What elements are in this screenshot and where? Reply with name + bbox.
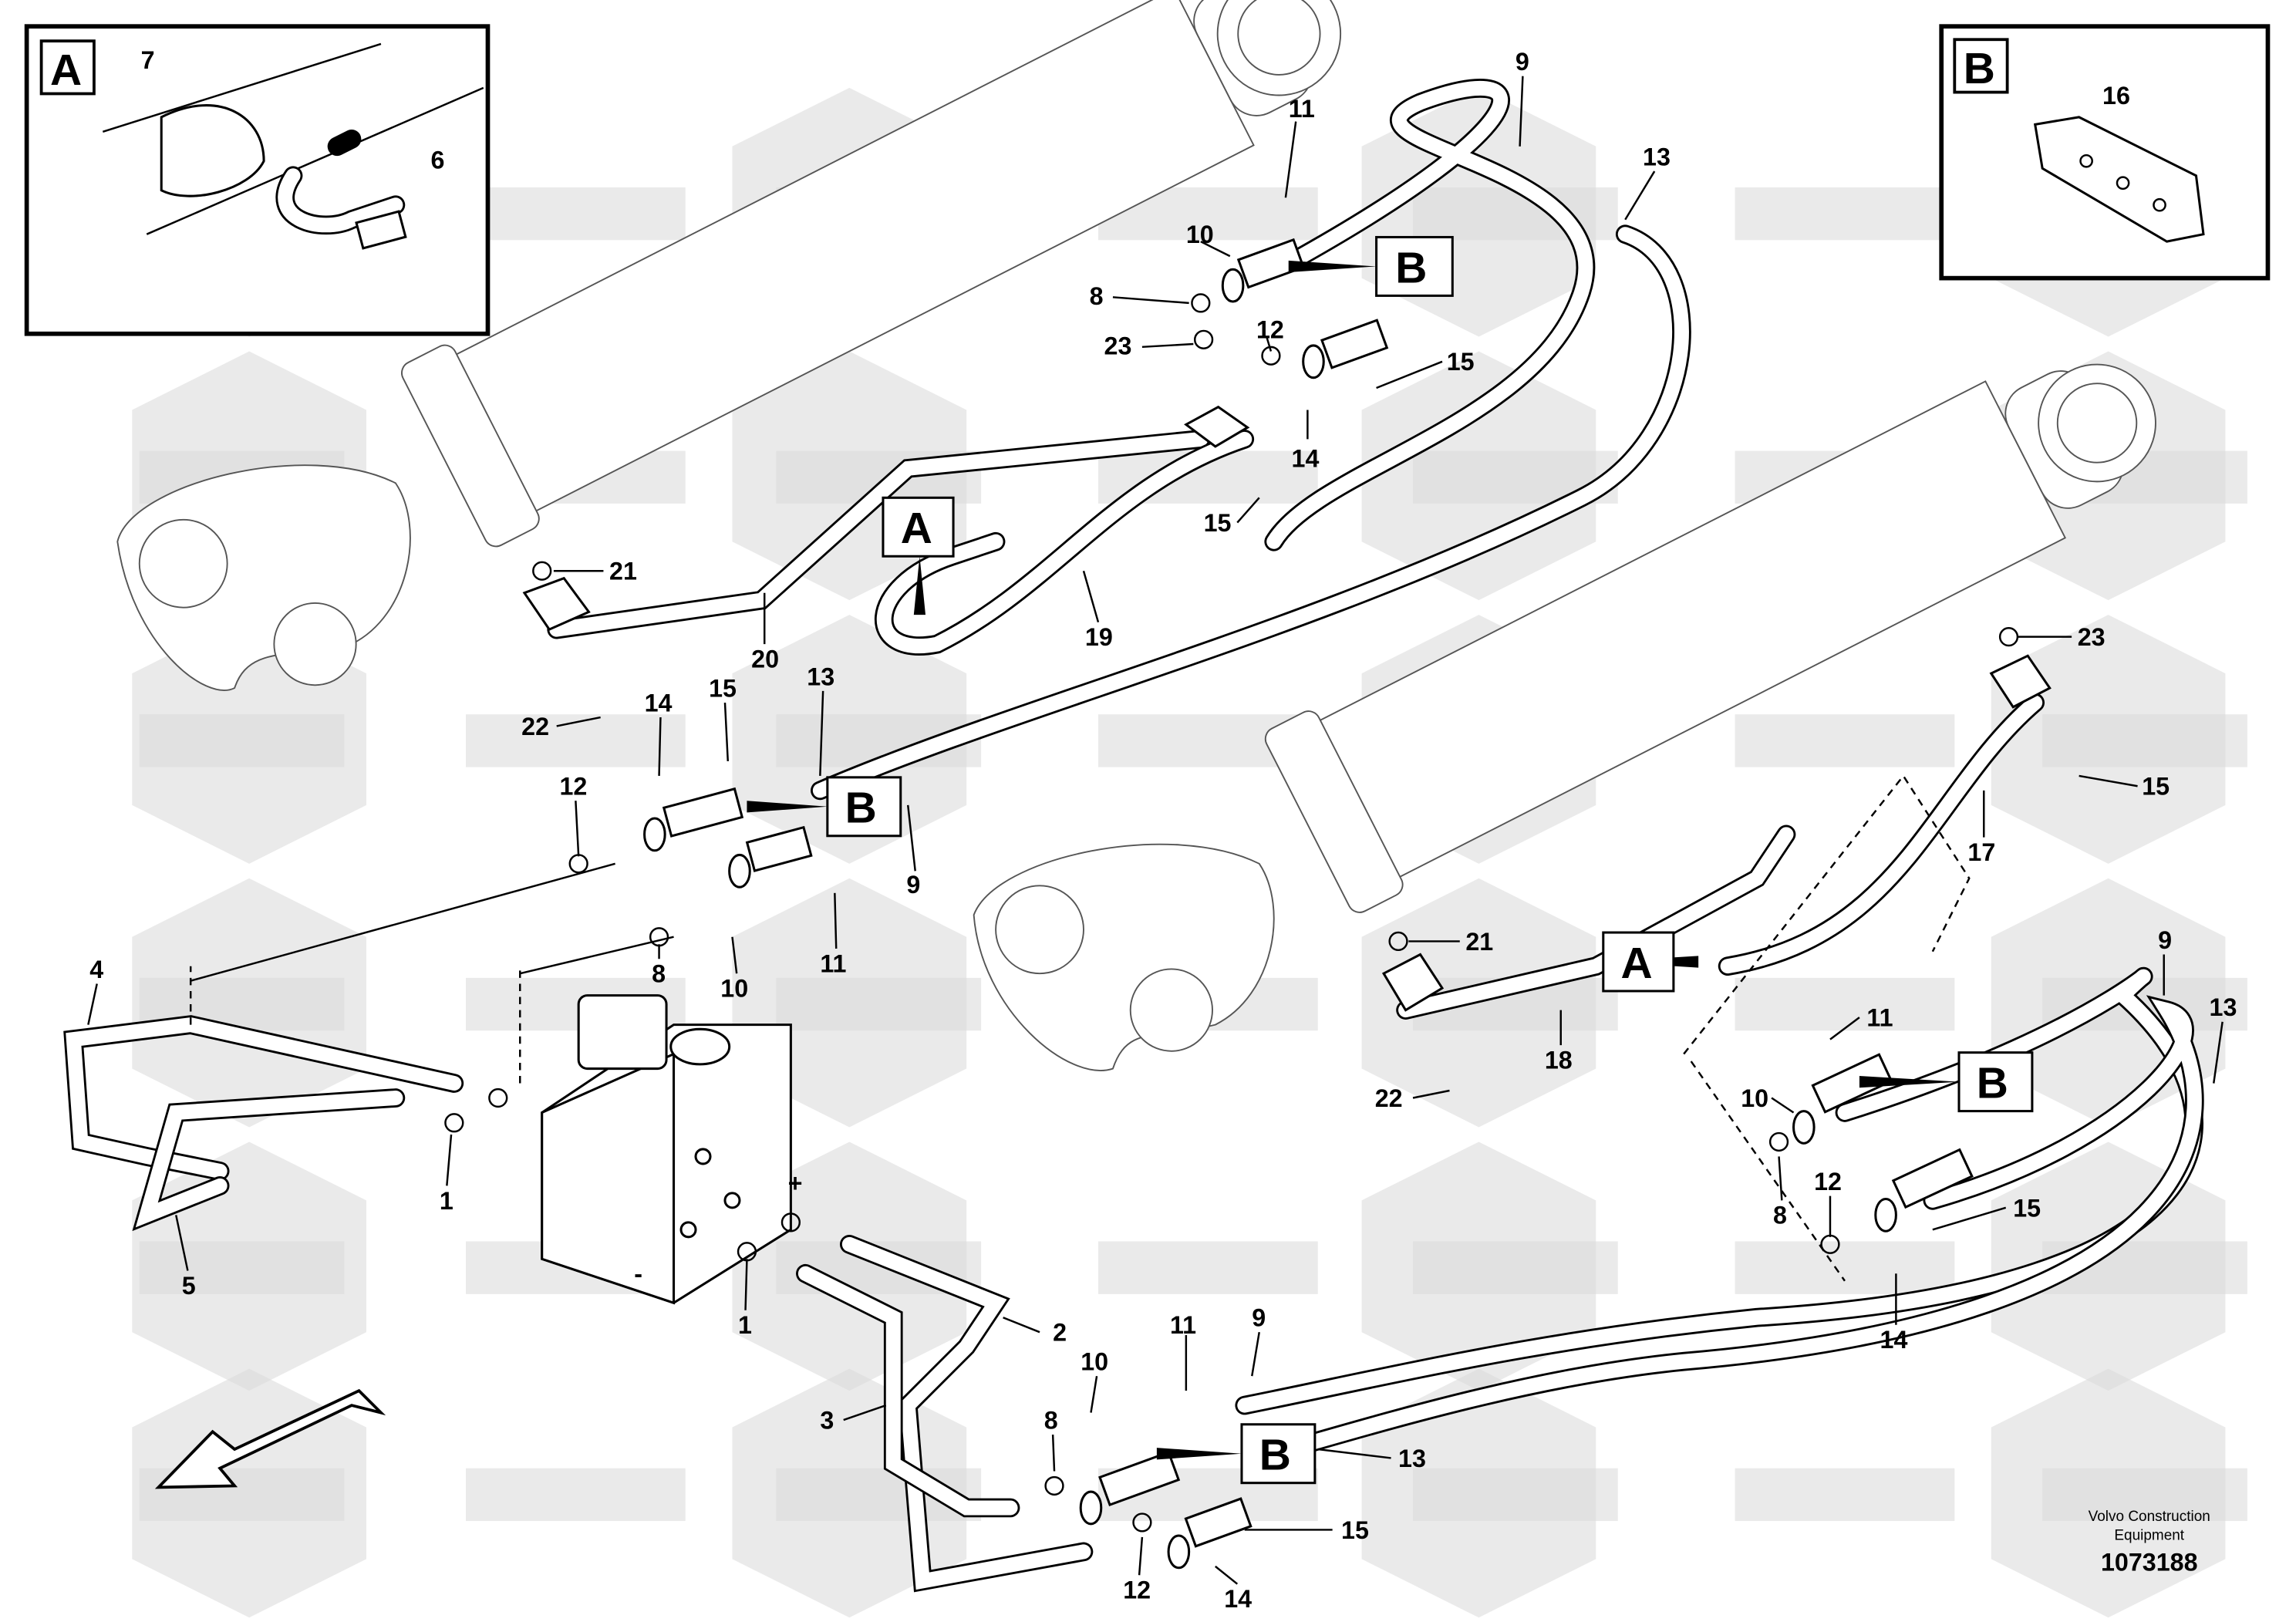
callout: 15 xyxy=(1341,1516,1369,1544)
svg-text:6: 6 xyxy=(430,146,444,174)
callout: 21 xyxy=(1465,928,1493,956)
callout: 10 xyxy=(1186,221,1214,248)
callout: 8 xyxy=(1044,1406,1058,1434)
svg-text:B: B xyxy=(1395,243,1427,292)
callout: 1 xyxy=(738,1311,752,1339)
svg-text:B: B xyxy=(1259,1431,1291,1480)
callout: 17 xyxy=(1967,838,1995,866)
callout: 15 xyxy=(2013,1194,2041,1222)
callout: 20 xyxy=(751,645,779,673)
callout: 23 xyxy=(1104,332,1132,359)
detail-refs: B A B A B B xyxy=(747,235,2034,1485)
svg-text:B: B xyxy=(1964,44,1995,93)
callout: 23 xyxy=(2078,623,2106,651)
detail-ref-b[interactable]: B xyxy=(1288,235,1454,297)
callout: 21 xyxy=(609,558,637,585)
svg-text:Equipment: Equipment xyxy=(2114,1528,2184,1544)
hoses-and-tubes xyxy=(63,79,2204,1593)
forward-direction-arrow-icon xyxy=(154,1388,386,1489)
callout: 12 xyxy=(1814,1168,1842,1195)
inset-a: A 7 6 xyxy=(24,24,491,336)
callout: 8 xyxy=(1090,282,1104,310)
boom-cylinder-lower xyxy=(973,363,2156,1071)
polarity-plus: + xyxy=(788,1169,803,1197)
callout: 22 xyxy=(521,713,549,740)
svg-text:1073188: 1073188 xyxy=(2101,1549,2198,1576)
callout: 14 xyxy=(1224,1585,1252,1613)
callout: 15 xyxy=(709,674,737,702)
svg-text:A: A xyxy=(50,46,82,95)
drawing-footer: Volvo Construction Equipment 1073188 xyxy=(2089,1509,2210,1576)
callout: 9 xyxy=(2158,926,2172,954)
callout: 3 xyxy=(820,1406,834,1434)
callout: 8 xyxy=(1773,1202,1787,1229)
callout: 11 xyxy=(1289,95,1315,123)
callout: 18 xyxy=(1545,1047,1573,1074)
callout: 9 xyxy=(1252,1304,1266,1332)
callout: 9 xyxy=(1515,48,1529,76)
boom-cylinder-upper xyxy=(116,0,1342,691)
detail-ref-b[interactable]: B xyxy=(747,776,902,838)
callout: 5 xyxy=(182,1272,196,1300)
callout: 19 xyxy=(1085,623,1113,651)
callout: 15 xyxy=(1447,348,1475,376)
callout: 12 xyxy=(1123,1576,1151,1604)
control-valve-block xyxy=(541,994,792,1305)
callout: 11 xyxy=(1170,1311,1196,1339)
callout: 22 xyxy=(1375,1084,1403,1112)
callout: 14 xyxy=(1292,444,1320,472)
detail-ref-a[interactable]: A xyxy=(1602,931,1699,993)
callout: 12 xyxy=(559,773,587,801)
callout: 14 xyxy=(1880,1326,1908,1354)
callout: 4 xyxy=(89,956,103,983)
inset-b: B 16 xyxy=(1939,24,2271,281)
detail-ref-b[interactable]: B xyxy=(1859,1051,2034,1113)
callout: 11 xyxy=(1866,1004,1893,1032)
svg-text:B: B xyxy=(845,784,877,833)
callout: 12 xyxy=(1256,315,1284,343)
dashed-reference-lines xyxy=(189,774,1971,1282)
detail-ref-a[interactable]: A xyxy=(882,496,955,615)
callout: 2 xyxy=(1053,1319,1067,1347)
svg-text:A: A xyxy=(1621,939,1653,988)
callout: 13 xyxy=(2210,993,2237,1021)
callout: 10 xyxy=(1741,1084,1768,1112)
svg-text:Volvo Construction: Volvo Construction xyxy=(2089,1509,2210,1525)
callout: 9 xyxy=(906,871,920,899)
callout: 10 xyxy=(1081,1348,1108,1376)
svg-text:16: 16 xyxy=(2102,82,2130,110)
callout-labels: 9 11 13 10 8 12 23 15 14 15 21 20 19 22 … xyxy=(89,48,2237,1613)
polarity-minus: - xyxy=(634,1260,642,1288)
detail-ref-b[interactable]: B xyxy=(1156,1423,1317,1485)
fittings xyxy=(444,238,2052,1570)
callout: 13 xyxy=(1643,143,1671,170)
callout: 10 xyxy=(720,975,748,1003)
callout: 13 xyxy=(807,663,834,690)
callout: 13 xyxy=(1398,1445,1426,1472)
svg-text:7: 7 xyxy=(141,46,155,74)
callout: 1 xyxy=(440,1187,453,1215)
callout: 8 xyxy=(652,960,666,988)
callout: 15 xyxy=(1204,509,1232,537)
callout: 11 xyxy=(820,949,846,977)
callout: 15 xyxy=(2142,773,2170,801)
svg-text:A: A xyxy=(901,504,932,553)
callout: 14 xyxy=(645,689,673,717)
svg-text:B: B xyxy=(1977,1059,2008,1108)
